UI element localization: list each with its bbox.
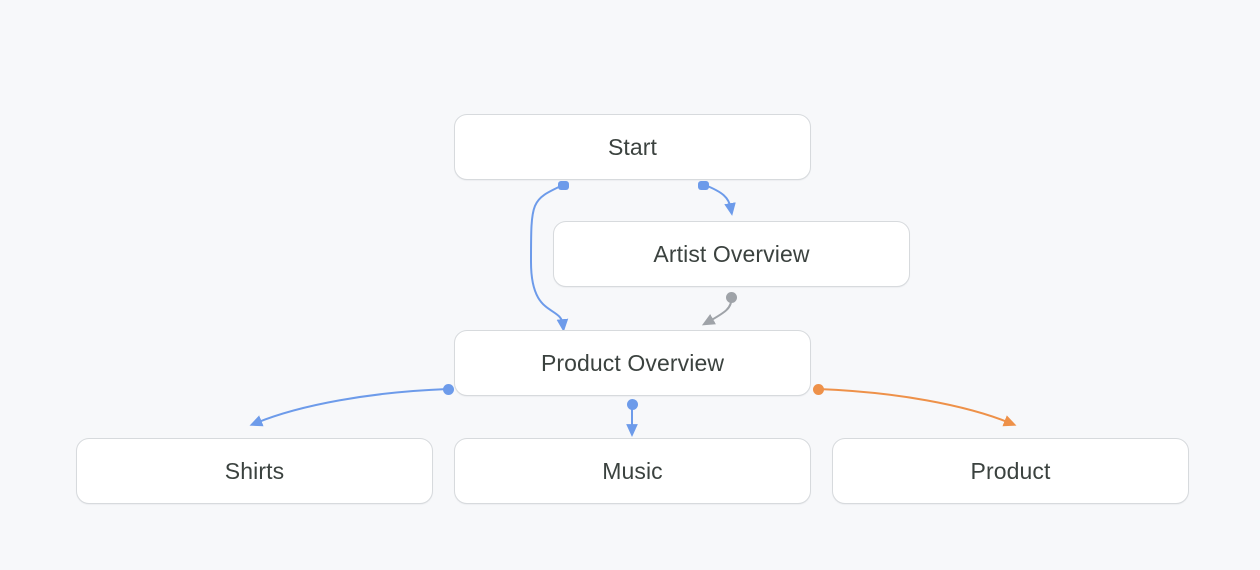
connection-handle-po-bottom[interactable] bbox=[626, 398, 638, 410]
node-label: Shirts bbox=[224, 457, 285, 484]
flow-edge-start-to-artist_overview[interactable] bbox=[704, 184, 736, 216]
node-label: Music bbox=[602, 457, 663, 484]
connection-handle-start-left[interactable] bbox=[557, 180, 569, 190]
flow-node-product[interactable]: Product bbox=[832, 438, 1189, 504]
flow-node-shirts[interactable]: Shirts bbox=[76, 438, 433, 504]
flow-edge-product_overview-to-shirts[interactable] bbox=[249, 388, 449, 427]
connection-handle-start-right[interactable] bbox=[697, 180, 709, 190]
flow-node-music[interactable]: Music bbox=[454, 438, 811, 504]
flow-node-start[interactable]: Start bbox=[454, 114, 811, 180]
connection-handle-po-left[interactable] bbox=[442, 383, 454, 395]
node-label: Artist Overview bbox=[653, 240, 810, 267]
flow-node-product_overview[interactable]: Product Overview bbox=[454, 330, 811, 396]
node-label: Product Overview bbox=[540, 349, 725, 376]
connection-handle-artist-bottom[interactable] bbox=[725, 291, 737, 303]
flow-node-artist_overview[interactable]: Artist Overview bbox=[553, 221, 910, 287]
node-label: Start bbox=[607, 133, 658, 160]
flow-edge-product_overview-to-product[interactable] bbox=[817, 388, 1017, 427]
connection-handle-po-right[interactable] bbox=[812, 383, 824, 395]
node-label: Product bbox=[970, 457, 1051, 484]
